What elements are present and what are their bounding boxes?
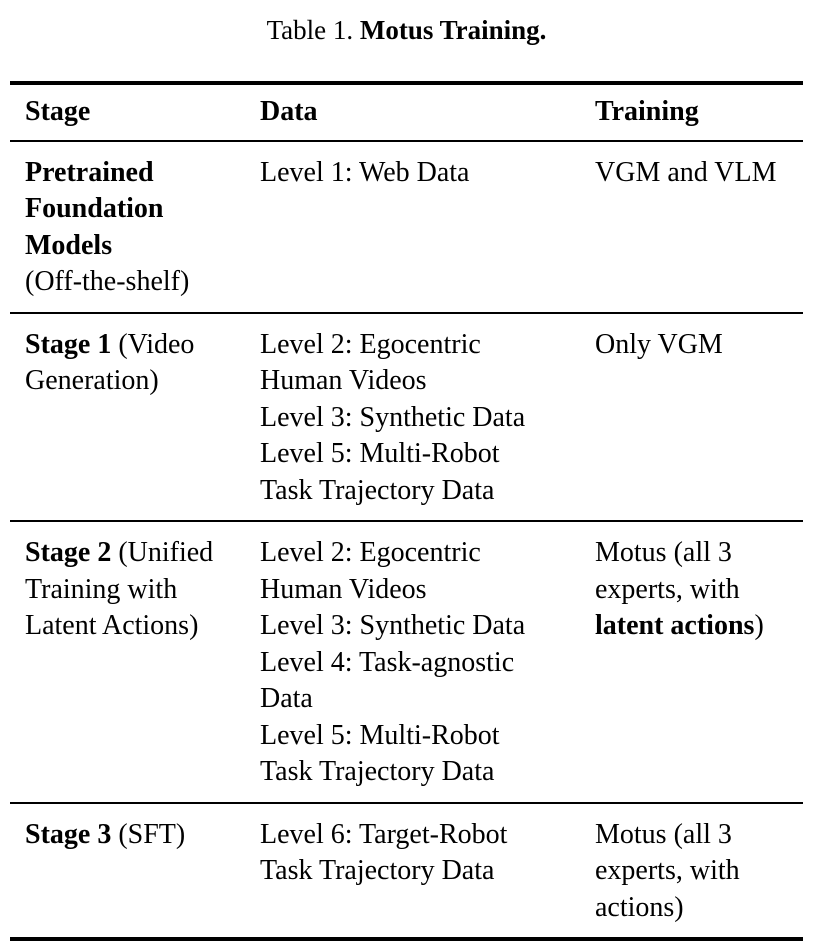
training-cell: VGM and VLM (595, 155, 799, 301)
stage-cell: Stage 1 (Video Generation) (25, 327, 260, 510)
bold-text-segment: Pretrained Foundation Models (25, 156, 164, 261)
text-segment: VGM and VLM (595, 156, 777, 188)
training-cell: Only VGM (595, 327, 799, 510)
bold-text-segment: Stage 3 (25, 818, 112, 850)
text-segment: Level 6: Target-Robot Task Trajectory Da… (260, 818, 508, 887)
training-cell: Motus (all 3 experts, with actions) (595, 817, 799, 927)
text-segment: ) (754, 610, 764, 641)
text-segment: (SFT) (111, 818, 186, 850)
text-segment: Level 2: Egocentric Human Videos Level 3… (260, 328, 526, 506)
data-cell: Level 1: Web Data (260, 155, 595, 301)
table-row-stage-3: Stage 3 (SFT) Level 6: Target-Robot Task… (10, 801, 803, 938)
data-cell: Level 2: Egocentric Human Videos Level 3… (260, 327, 595, 510)
data-cell: Level 6: Target-Robot Task Trajectory Da… (260, 817, 595, 927)
bold-text-segment: Stage 2 (25, 537, 112, 568)
text-segment: Motus (all 3 experts, with actions) (595, 818, 740, 923)
data-cell: Level 2: Egocentric Human Videos Level 3… (260, 535, 595, 791)
stage-cell: Stage 3 (SFT) (25, 817, 260, 927)
text-segment: Motus (all 3 experts, with (595, 537, 740, 605)
table-row-stage-2: Stage 2 (Unified Training with Latent Ac… (10, 520, 803, 802)
column-header-data: Data (260, 96, 318, 127)
bold-text-segment: Motus Training. (359, 15, 547, 45)
stage-cell: Pretrained Foundation Models (Off-the-sh… (25, 155, 260, 301)
text-segment: (Off-the-shelf) (25, 266, 190, 297)
training-cell: Motus (all 3 experts, with latent action… (595, 535, 799, 791)
table-header-row: Stage Data Training (10, 85, 803, 140)
stage-cell: Stage 2 (Unified Training with Latent Ac… (25, 535, 260, 791)
text-segment: Only VGM (595, 328, 723, 360)
column-header-stage: Stage (25, 96, 91, 127)
text-segment: (Unified Training with Latent Actions) (25, 537, 214, 641)
bold-text-segment: latent actions (595, 610, 755, 641)
bold-text-segment: Stage 1 (25, 328, 112, 360)
text-segment: Level 1: Web Data (260, 156, 470, 188)
table-row-stage-1: Stage 1 (Video Generation) Level 2: Egoc… (10, 311, 803, 521)
column-header-training: Training (595, 96, 699, 127)
motus-training-table: Stage Data Training Pretrained Foundatio… (10, 81, 803, 941)
table-caption: Table 1. Motus Training. (0, 0, 813, 81)
text-segment: Table 1. (266, 15, 360, 45)
text-segment: Level 2: Egocentric Human Videos Level 3… (260, 537, 526, 787)
text-segment: (Video Generation) (25, 328, 195, 397)
table-row-pretrained-foundation-models: Pretrained Foundation Models (Off-the-sh… (10, 139, 803, 312)
